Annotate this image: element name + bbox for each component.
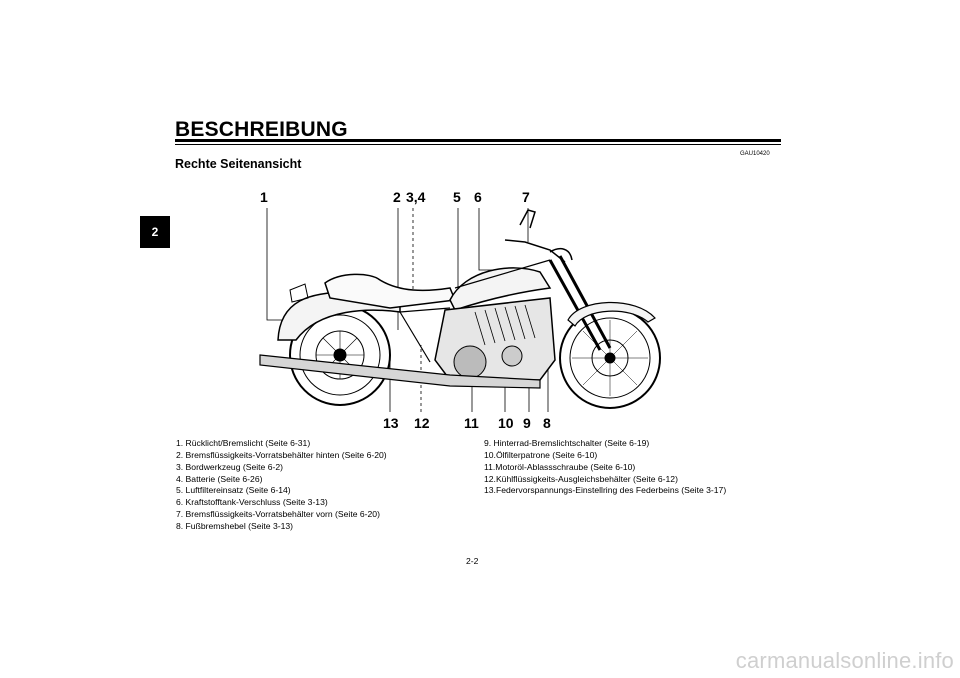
section-code: GAU10420: [740, 151, 770, 157]
list-item: 13.Federvorspannungs-Einstellring des Fe…: [484, 485, 727, 496]
taillight: [289, 283, 309, 303]
section-title: BESCHREIBUNG: [175, 118, 348, 141]
seat: [324, 273, 457, 309]
title-rule-thick: [175, 139, 781, 142]
list-item: 6. Kraftstofftank-Verschluss (Seite 3-13…: [176, 497, 328, 508]
watermark[interactable]: carmanualsonline.info: [735, 648, 954, 673]
callout-top: 2: [393, 189, 401, 205]
legend-list-right: 9. Hinterrad-Bremslichtschalter (Seite 6…: [484, 438, 726, 497]
engine: [434, 297, 556, 381]
front-fork: [548, 255, 612, 351]
callout-bottom: 9: [523, 415, 531, 430]
list-item: 8. Fußbremshebel (Seite 3-13): [176, 520, 294, 531]
subtitle: Rechte Seitenansicht: [175, 157, 302, 171]
callout-bottom: 8: [543, 415, 551, 430]
callout-bottom: 12: [414, 415, 430, 430]
list-item: 4. Batterie (Seite 6-26): [176, 473, 263, 484]
list-item: 2. Bremsflüssigkeits-Vorratsbehälter hin…: [176, 449, 387, 460]
title-rule-thin: [175, 144, 781, 145]
front-fender: [567, 301, 656, 327]
list-item: 12.Kühlflüssigkeits-Ausgleichsbehälter (…: [484, 473, 678, 484]
callout-top: 5: [453, 189, 461, 205]
fuel-tank: [449, 267, 552, 311]
motorcycle-illustration: 1 2 3,4 5 6 7 13 12 11 10 9 8: [259, 189, 661, 430]
frame: [399, 259, 551, 363]
list-item: 3. Bordwerkzeug (Seite 6-2): [176, 461, 283, 472]
callout-top: 3,4: [406, 189, 426, 205]
page-number: 2-2: [466, 556, 479, 566]
callout-top: 7: [522, 189, 530, 205]
list-item: 10.Ölfilterpatrone (Seite 6-10): [484, 449, 598, 460]
exhaust: [259, 354, 541, 389]
callout-bottom: 10: [498, 415, 514, 430]
legend-list-left: 1. Rücklicht/Bremslicht (Seite 6-31) 2. …: [176, 438, 387, 533]
callout-bottom: 13: [383, 415, 399, 430]
callout-top: 6: [474, 189, 482, 205]
list-item: 1. Rücklicht/Bremslicht (Seite 6-31): [176, 438, 311, 448]
list-item: 11.Motoröl-Ablassschraube (Seite 6-10): [484, 461, 636, 472]
list-item: 7. Bremsflüssigkeits-Vorratsbehälter vor…: [176, 509, 380, 520]
chapter-tab: 2: [140, 216, 170, 248]
list-item: 9. Hinterrad-Bremslichtschalter (Seite 6…: [484, 438, 650, 448]
callout-top: 1: [260, 189, 268, 205]
handlebar: [504, 209, 573, 263]
list-item: 5. Luftfiltereinsatz (Seite 6-14): [176, 485, 291, 496]
callout-bottom: 11: [464, 415, 479, 430]
